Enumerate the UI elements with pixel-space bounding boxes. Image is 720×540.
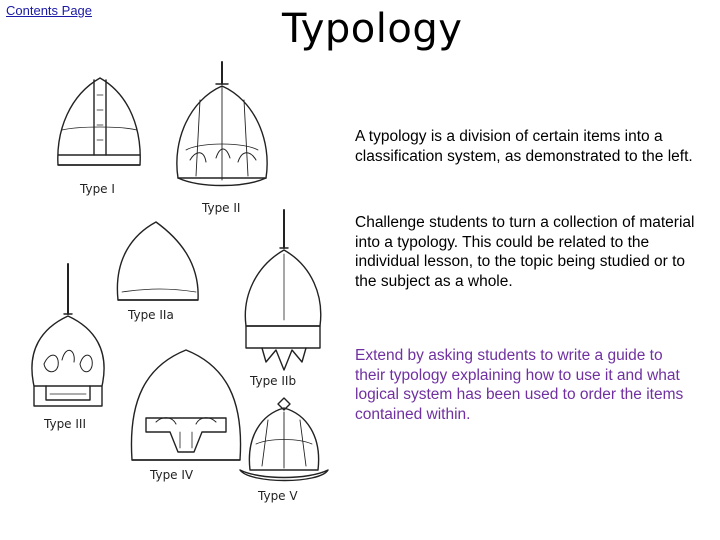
- challenge-paragraph: Challenge students to turn a collection …: [355, 214, 695, 290]
- helmet-type-4-drawing: [130, 349, 242, 461]
- label-type-2a: Type IIa: [128, 308, 174, 322]
- helmet-type-2-drawing: [176, 61, 268, 187]
- label-type-4: Type IV: [150, 468, 194, 482]
- definition-paragraph: A typology is a division of certain item…: [355, 128, 693, 165]
- helmet-typology-figure: Type I Type II Type IIa Type IIb Type II…: [0, 0, 345, 540]
- label-type-3: Type III: [44, 417, 86, 431]
- helmet-type-2a-drawing: [116, 221, 199, 301]
- extension-paragraph: Extend by asking students to write a gui…: [355, 347, 684, 423]
- helmet-type-3-drawing: [31, 263, 105, 407]
- helmet-type-5-drawing: [239, 397, 329, 482]
- label-type-2: Type II: [202, 201, 241, 215]
- label-type-2b: Type IIb: [250, 374, 297, 388]
- label-type-5: Type V: [258, 489, 298, 503]
- contents-page-link[interactable]: Contents Page: [6, 3, 93, 18]
- label-type-1: Type I: [80, 182, 115, 196]
- page-title: Typology: [282, 6, 463, 52]
- helmet-drawings: [31, 61, 329, 482]
- helmet-type-2b-drawing: [244, 209, 322, 371]
- helmet-type-1-drawing: [57, 77, 141, 166]
